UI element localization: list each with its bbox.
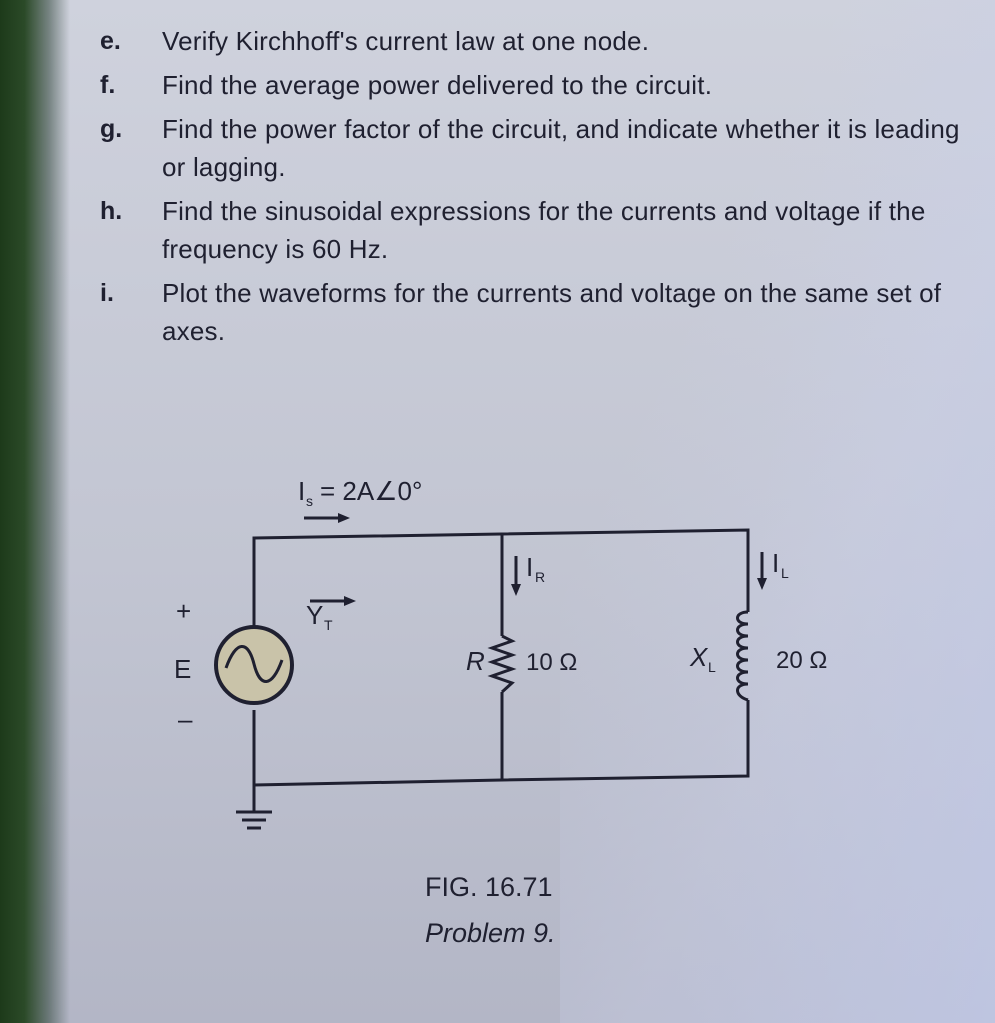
source-current-value: = 2A∠0° xyxy=(320,476,422,506)
admittance-subscript: T xyxy=(324,617,333,633)
problem-letter: e. xyxy=(100,27,121,55)
problem-text: Plot the waveforms for the currents and … xyxy=(162,278,942,346)
admittance-arrowhead-icon xyxy=(344,596,356,606)
problem-letter: i. xyxy=(100,279,114,307)
problem-list: e. Verify Kirchhoff's current law at one… xyxy=(100,22,980,356)
light-glare xyxy=(560,0,995,1023)
left-shadow xyxy=(0,0,70,1023)
source-voltage-label: E xyxy=(174,654,191,684)
resistor-current-subscript: R xyxy=(535,569,545,585)
inductor-label: X xyxy=(689,642,709,672)
resistor-label: R xyxy=(466,646,485,676)
figure-number: FIG. 16.71 xyxy=(425,872,553,902)
admittance-symbol: Y xyxy=(306,600,323,630)
problem-text: Find the average power delivered to the … xyxy=(162,70,713,100)
problem-item-h: h. Find the sinusoidal expressions for t… xyxy=(100,192,980,268)
figure-caption: FIG. 16.71 Problem 9. xyxy=(425,868,556,952)
problem-item-g: g. Find the power factor of the circuit,… xyxy=(100,110,980,186)
inductor-value: 20 Ω xyxy=(776,647,827,674)
problem-item-f: f. Find the average power delivered to t… xyxy=(100,66,980,104)
problem-item-e: e. Verify Kirchhoff's current law at one… xyxy=(100,22,980,60)
resistor-value: 10 Ω xyxy=(526,649,577,676)
resistor-icon xyxy=(487,634,517,694)
source-current-subscript: s xyxy=(306,493,313,509)
resistor-current-symbol: I xyxy=(526,552,533,582)
inductor-current-symbol: I xyxy=(772,548,779,578)
ground-icon xyxy=(236,810,272,830)
source-current-arrowhead-icon xyxy=(338,513,350,523)
problem-reference: Problem 9. xyxy=(425,918,556,948)
problem-item-i: i. Plot the waveforms for the currents a… xyxy=(100,274,980,350)
ac-source-icon xyxy=(214,625,294,705)
arrows xyxy=(304,513,767,606)
problem-text: Find the power factor of the circuit, an… xyxy=(162,114,960,182)
problem-letter: g. xyxy=(100,115,123,143)
source-minus-sign: – xyxy=(178,704,193,734)
resistor-current-arrowhead-icon xyxy=(511,584,521,596)
problem-letter: f. xyxy=(100,71,116,99)
inductor-icon xyxy=(736,610,749,702)
inductor-current-subscript: L xyxy=(781,565,789,581)
problem-letter: h. xyxy=(100,197,123,225)
inductor-label-subscript: L xyxy=(708,659,716,675)
source-current-symbol: I xyxy=(298,476,305,506)
circuit-wires xyxy=(252,528,750,812)
bottom-wire xyxy=(253,700,750,787)
source-plus-sign: + xyxy=(176,596,191,626)
problem-text: Find the sinusoidal expressions for the … xyxy=(162,196,926,264)
inductor-current-arrowhead-icon xyxy=(757,578,767,590)
problem-text: Verify Kirchhoff's current law at one no… xyxy=(162,26,650,56)
